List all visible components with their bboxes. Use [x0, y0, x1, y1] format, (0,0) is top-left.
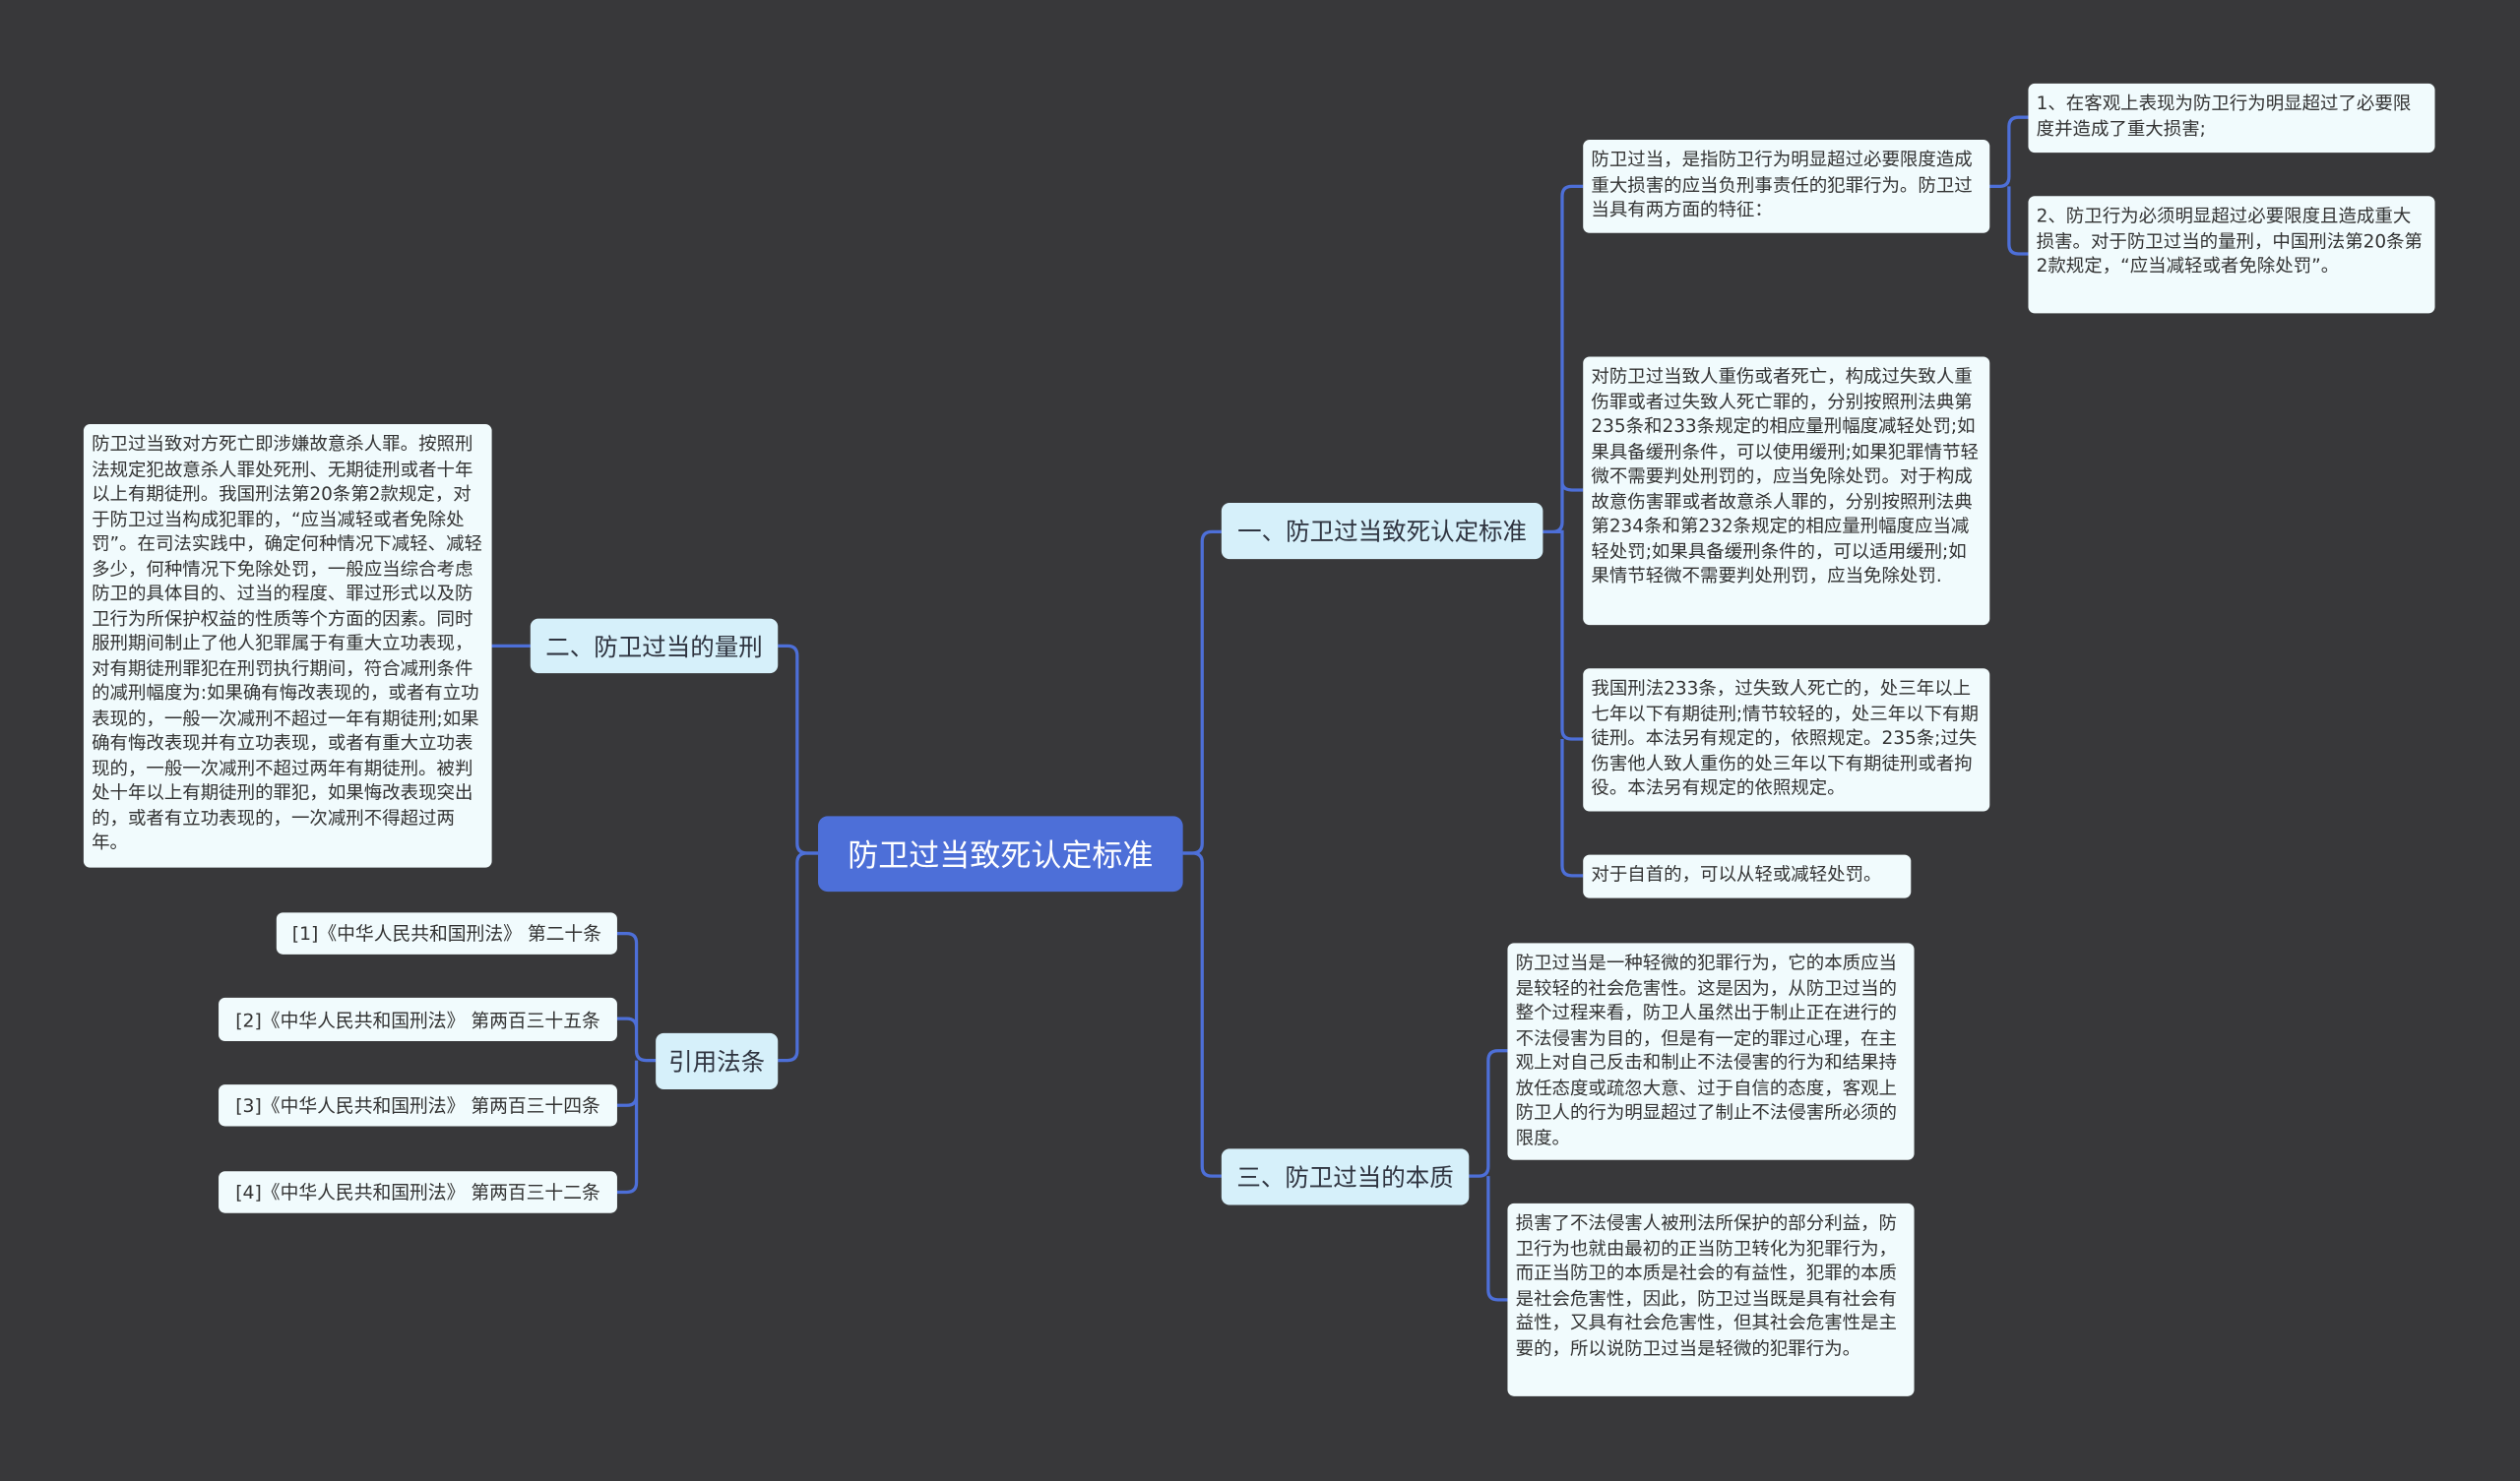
- link-b1-leaves: [1543, 184, 1584, 878]
- cite-label: [2]《中华人民共和国刑法》 第两百三十五条: [235, 1008, 600, 1031]
- leaf-definition[interactable]: 防卫过当，是指防卫行为明显超过必要限度造成重大损害的应当负刑事责任的犯罪行为。防…: [1583, 140, 1990, 233]
- cite-item[interactable]: [2]《中华人民共和国刑法》 第两百三十五条: [219, 997, 617, 1041]
- leaf-surrender[interactable]: 对于自首的，可以从轻或减轻处罚。: [1583, 854, 1912, 898]
- branch-identification-standard[interactable]: 一、防卫过当致死认定标准: [1221, 503, 1544, 560]
- cite-label: [4]《中华人民共和国刑法》 第两百三十二条: [235, 1181, 600, 1203]
- branch-label: 二、防卫过当的量刑: [545, 632, 763, 661]
- leaf-nature-2[interactable]: 损害了不法侵害人被刑法所保护的部分利益，防卫行为也就由最初的正当防卫转化为犯罪行…: [1507, 1203, 1915, 1396]
- link-b4-cites: [616, 931, 657, 1195]
- branch-nature[interactable]: 三、防卫过当的本质: [1221, 1148, 1470, 1205]
- root-topic[interactable]: 防卫过当致死认定标准: [818, 816, 1183, 893]
- link-root-b1: [1182, 529, 1222, 855]
- link-def-subs: [1989, 115, 2029, 256]
- cite-item[interactable]: [1]《中华人民共和国刑法》 第二十条: [276, 912, 617, 955]
- cite-item[interactable]: [3]《中华人民共和国刑法》 第两百三十四条: [219, 1084, 617, 1127]
- cite-label: [3]《中华人民共和国刑法》 第两百三十四条: [235, 1093, 600, 1117]
- leaf-article-233-235[interactable]: 我国刑法233条，过失致人死亡的，处三年以上七年以下有期徒刑;情节较轻的，处三年…: [1583, 668, 1990, 812]
- leaf-penalty-rules[interactable]: 对防卫过当致人重伤或者死亡，构成过失致人重伤罪或者过失致人死亡罪的，分别按照刑法…: [1583, 356, 1990, 626]
- branch-label: 引用法条: [668, 1047, 766, 1077]
- leaf-nature-1[interactable]: 防卫过当是一种轻微的犯罪行为，它的本质应当是较轻的社会危害性。这是因为，从防卫过…: [1507, 943, 1915, 1160]
- leaf-feature-1[interactable]: 1、在客观上表现为防卫行为明显超过了必要限度并造成了重大损害;: [2028, 83, 2435, 154]
- cite-item[interactable]: [4]《中华人民共和国刑法》 第两百三十二条: [219, 1171, 617, 1213]
- leaf-sentencing-text[interactable]: 防卫过当致对方死亡即涉嫌故意杀人罪。按照刑法规定犯故意杀人罪处死刑、无期徒刑或者…: [83, 424, 492, 868]
- branch-cited-laws[interactable]: 引用法条: [656, 1032, 779, 1089]
- link-b3-leaves: [1469, 1049, 1508, 1302]
- cite-label: [1]《中华人民共和国刑法》 第二十条: [291, 922, 601, 946]
- branch-label: 一、防卫过当致死认定标准: [1237, 517, 1528, 547]
- branch-sentencing[interactable]: 二、防卫过当的量刑: [530, 618, 779, 674]
- root-topic-label: 防卫过当致死认定标准: [848, 838, 1154, 875]
- link-root-b4: [778, 851, 819, 1063]
- link-root-b3: [1182, 851, 1222, 1178]
- branch-label: 三、防卫过当的本质: [1236, 1163, 1454, 1193]
- leaf-feature-2[interactable]: 2、防卫行为必须明显超过必要限度且造成重大损害。对于防卫过当的量刑，中国刑法第2…: [2028, 196, 2435, 314]
- link-root-b2: [778, 644, 819, 855]
